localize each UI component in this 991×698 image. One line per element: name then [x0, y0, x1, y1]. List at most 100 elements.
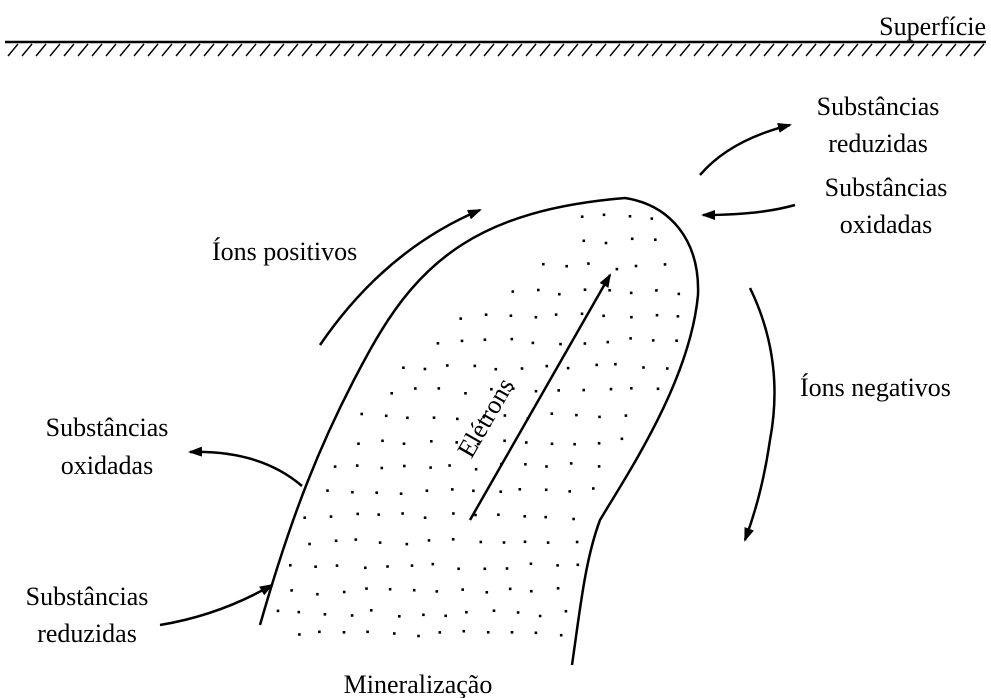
ore-dot: [547, 541, 550, 544]
ore-dot: [335, 540, 338, 543]
ore-dot: [565, 265, 568, 268]
hatch-mark: [358, 44, 368, 56]
ore-dot: [424, 516, 427, 519]
ore-dot: [422, 614, 425, 617]
oxidized-left-label-2: oxidadas: [61, 451, 153, 480]
ore-dot: [326, 489, 329, 492]
hatch-mark: [932, 44, 942, 56]
hatch-mark: [512, 44, 522, 56]
ore-dot: [655, 289, 658, 292]
ore-dot: [592, 487, 595, 490]
hatch-mark: [232, 44, 242, 56]
hatch-mark: [960, 44, 970, 56]
ore-dot: [403, 465, 406, 468]
ore-dot: [584, 342, 587, 345]
hatch-mark: [372, 44, 382, 56]
ore-dot: [503, 440, 506, 443]
ore-dot: [519, 488, 522, 491]
ore-dot: [551, 443, 554, 446]
ore-dot: [402, 366, 405, 369]
ore-dot: [509, 588, 512, 591]
ore-dot: [444, 615, 447, 618]
ore-dot: [511, 631, 514, 634]
ore-dot: [398, 615, 401, 618]
ore-dot: [497, 513, 500, 516]
ore-dot: [544, 516, 547, 519]
ore-dot: [602, 315, 605, 318]
ore-dot: [451, 488, 454, 491]
hatch-mark: [134, 44, 144, 56]
hatch-mark: [400, 44, 410, 56]
reduced-left-label-2: reduzidas: [37, 619, 137, 648]
hatch-mark: [862, 44, 872, 56]
ore-dot: [437, 342, 440, 345]
reduced-left-arrow: [160, 585, 272, 625]
ore-dot: [525, 441, 528, 444]
ore-dot: [499, 490, 502, 493]
ore-dot: [433, 416, 436, 419]
ore-dot: [577, 564, 580, 567]
ore-dot: [545, 489, 548, 492]
ore-dot: [587, 262, 590, 265]
ore-dot: [539, 615, 542, 618]
hatch-mark: [764, 44, 774, 56]
ore-dot: [575, 414, 578, 417]
ore-dot: [472, 490, 475, 493]
ore-dot: [582, 389, 585, 392]
ore-dot: [556, 564, 559, 567]
ore-dot: [675, 339, 678, 342]
hatch-mark: [750, 44, 760, 56]
ore-dot: [330, 515, 333, 518]
hatch-mark: [36, 44, 46, 56]
ore-dot: [465, 611, 468, 614]
ore-dot: [436, 590, 439, 593]
ore-dot: [461, 588, 464, 591]
ore-dot: [381, 440, 384, 443]
ore-dot: [303, 516, 306, 519]
ore-dot: [557, 389, 560, 392]
ore-dot: [678, 293, 681, 296]
ore-dot: [318, 631, 321, 634]
surface-label: Superfície: [879, 12, 986, 41]
hatch-mark: [554, 44, 564, 56]
ore-dot: [523, 515, 526, 518]
ore-dot: [657, 388, 660, 391]
hatch-mark: [162, 44, 172, 56]
hatch-mark: [470, 44, 480, 56]
ore-dot: [630, 292, 633, 295]
ore-dot: [464, 392, 467, 395]
ore-dot: [610, 388, 613, 391]
hatch-mark: [274, 44, 284, 56]
hatch-mark: [918, 44, 928, 56]
ore-dot: [532, 342, 535, 345]
ore-dot: [614, 363, 617, 366]
ore-dot: [629, 337, 632, 340]
positive-ions-label: Íons positivos: [212, 237, 357, 266]
hatch-mark: [778, 44, 788, 56]
oxidized-right-label-1: Substâncias: [825, 173, 948, 202]
hatch-mark: [526, 44, 536, 56]
reduced-left-label-1: Substâncias: [26, 582, 149, 611]
ore-dot: [485, 313, 488, 316]
hatch-mark: [484, 44, 494, 56]
ore-dot: [403, 442, 406, 445]
ore-dot: [438, 387, 441, 390]
ore-dot: [598, 465, 601, 468]
ore-dot: [545, 465, 548, 468]
ore-dot: [411, 564, 414, 567]
ore-dot: [457, 568, 460, 571]
ore-dot: [366, 631, 369, 634]
hatch-mark: [834, 44, 844, 56]
ore-dot: [446, 364, 449, 367]
negative-ions-label: Íons negativos: [800, 373, 951, 402]
oxidized-right-arrow: [703, 205, 795, 215]
hatch-mark: [330, 44, 340, 56]
ore-dot: [385, 415, 388, 418]
hatch-mark: [848, 44, 858, 56]
hatch-mark: [694, 44, 704, 56]
ore-dot: [357, 442, 360, 445]
ore-dot: [535, 316, 538, 319]
ore-dot: [551, 412, 554, 415]
ore-dot: [555, 313, 558, 316]
